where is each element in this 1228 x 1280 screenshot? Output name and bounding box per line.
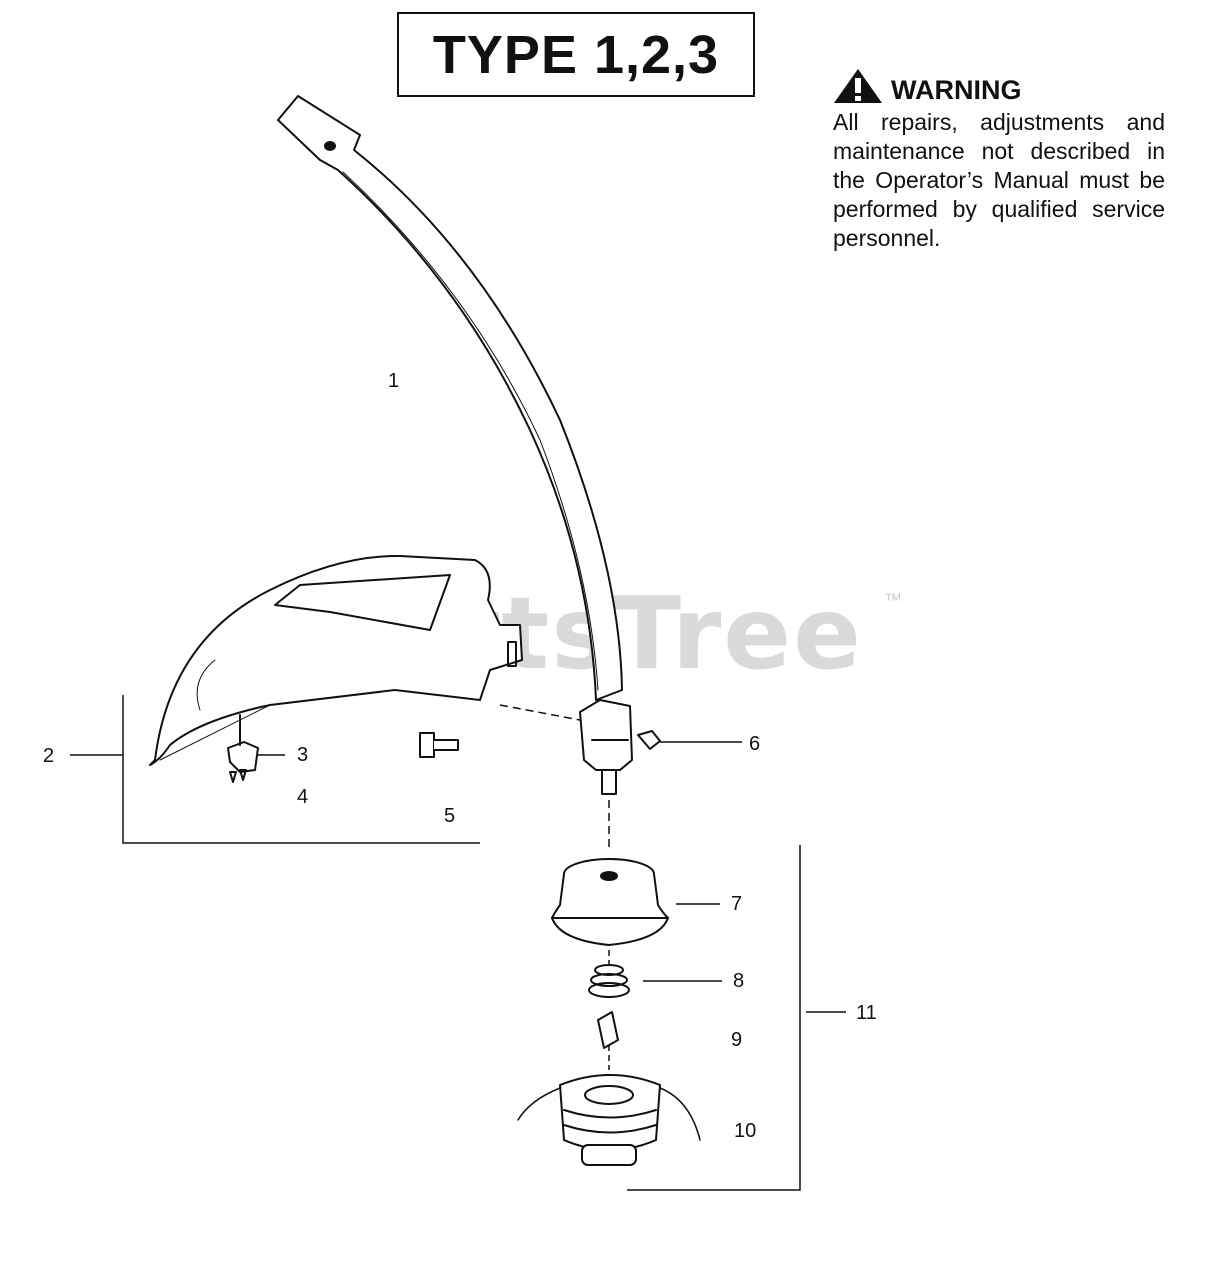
- callout-10: 10: [734, 1120, 757, 1142]
- callout-11: 11: [856, 1002, 877, 1024]
- clip-part: [227, 714, 259, 773]
- leader-lines: [70, 695, 846, 1191]
- bump-clip-part: [597, 1011, 619, 1049]
- wing-nut-part: [637, 730, 661, 750]
- screws-part: [229, 769, 247, 783]
- callout-4: 4: [297, 786, 309, 808]
- callout-3: 3: [297, 744, 309, 766]
- guard-part: [149, 554, 523, 766]
- bracket-11: [627, 845, 801, 1191]
- callout-9: 9: [731, 1029, 743, 1051]
- coupler-part: [579, 699, 633, 795]
- guard-axis-line: [499, 704, 581, 721]
- bracket-2: [122, 695, 480, 844]
- title-box: TYPE 1,2,3: [397, 12, 755, 97]
- callout-6: 6: [749, 733, 761, 755]
- callout-5: 5: [444, 805, 456, 827]
- warning-heading: WARNING: [891, 75, 1022, 105]
- warning-header: WARNING: [833, 68, 1165, 104]
- bolt-part: [419, 732, 459, 758]
- callout-2: 2: [43, 745, 55, 767]
- spool-part: [517, 1074, 701, 1166]
- warning-text: All repairs, adjustments and maintenance…: [833, 109, 1165, 251]
- spool-cover-part: [551, 858, 669, 946]
- callout-8: 8: [733, 970, 745, 992]
- callout-7: 7: [731, 893, 743, 915]
- trademark-mark: ™: [884, 590, 902, 610]
- shaft-part: [277, 95, 623, 701]
- callout-1: 1: [388, 370, 400, 392]
- warning-block: WARNING All repairs, adjustments and mai…: [833, 68, 1165, 253]
- warning-icon: [834, 69, 882, 103]
- spring-part: [588, 964, 630, 998]
- page-title: TYPE 1,2,3: [432, 24, 720, 85]
